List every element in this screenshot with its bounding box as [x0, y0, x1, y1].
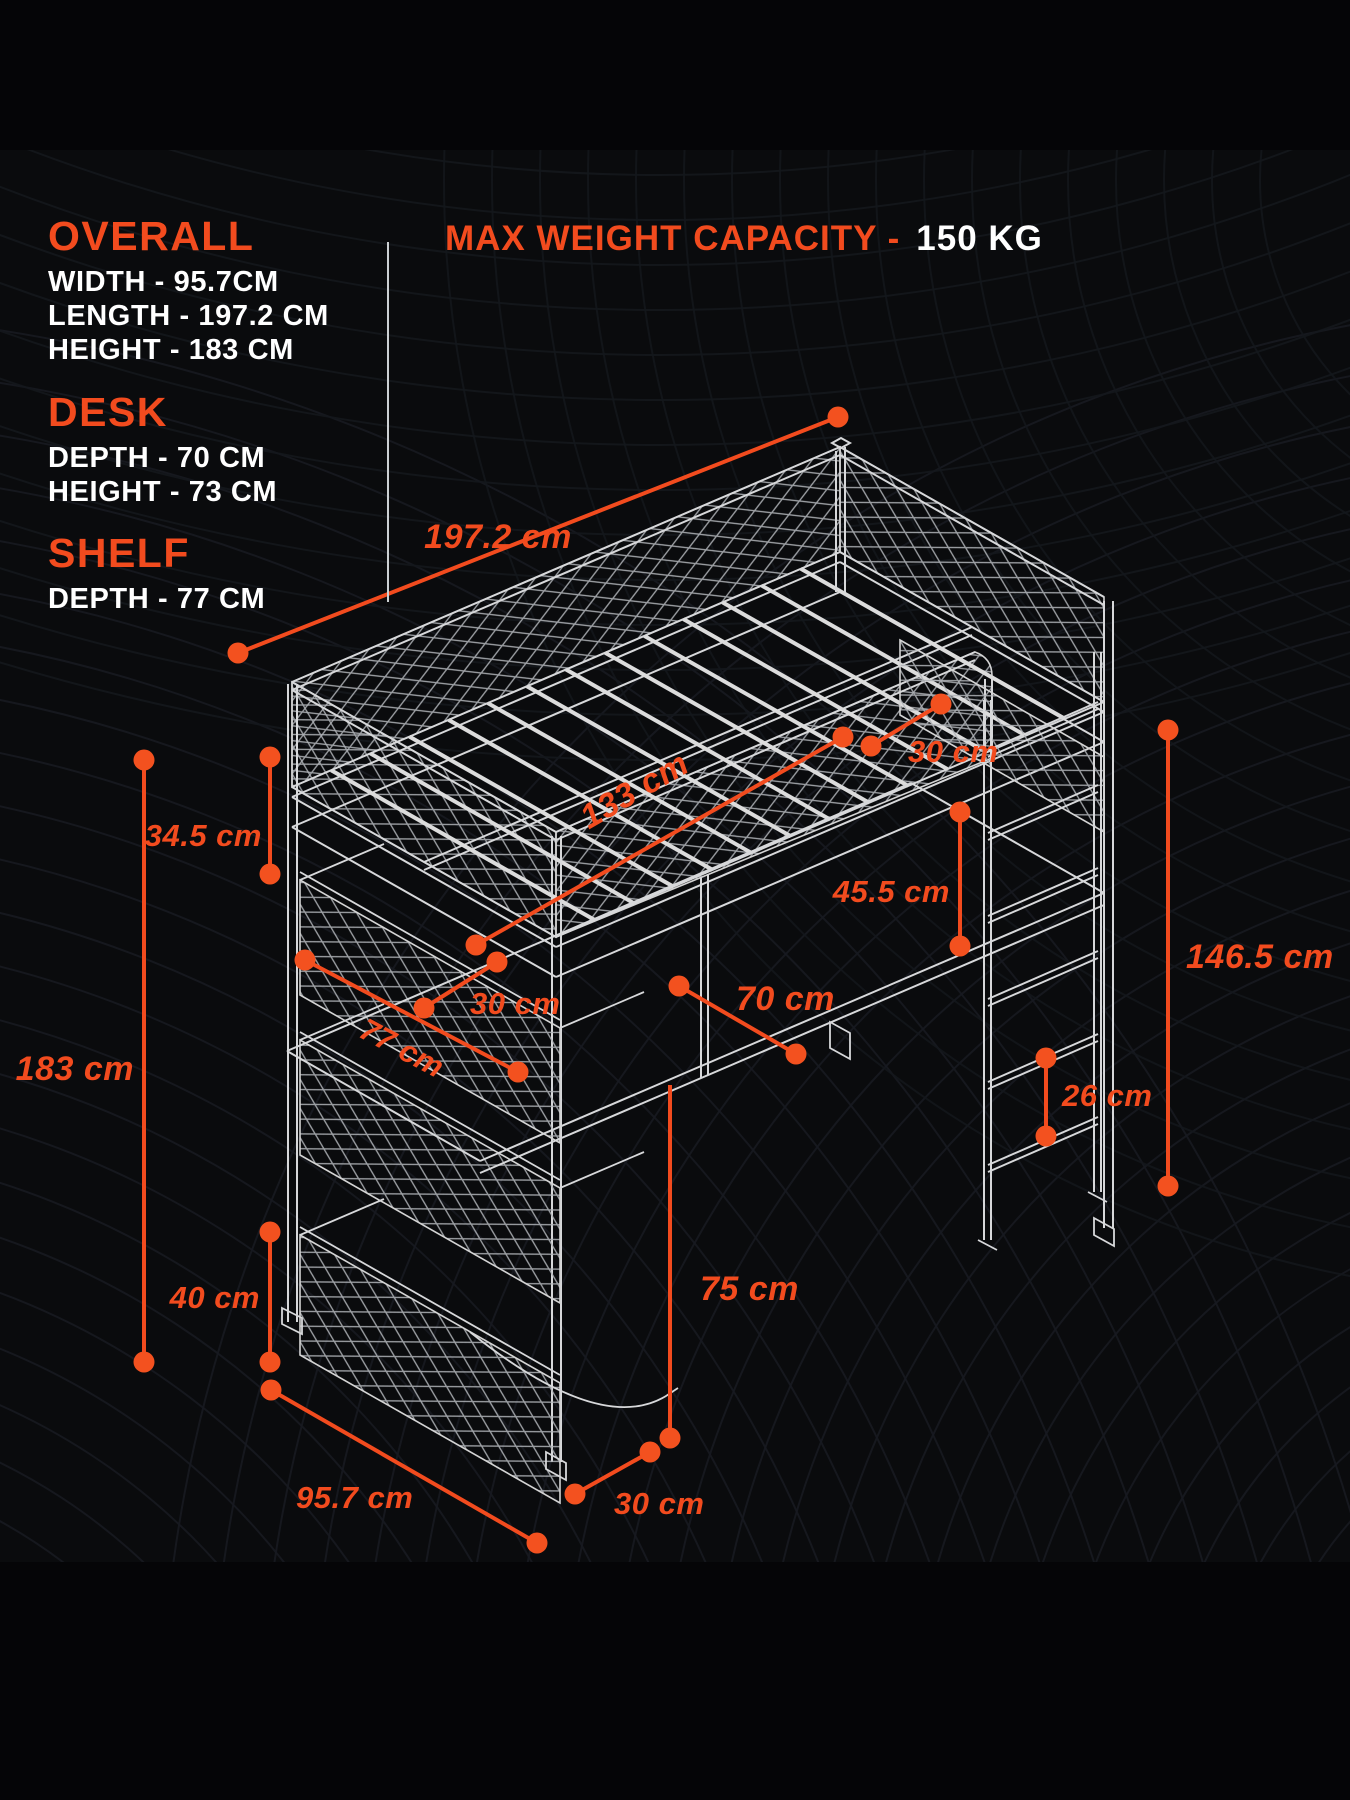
ladder-rung	[987, 867, 1099, 917]
max-weight-label: MAX WEIGHT CAPACITY -	[445, 219, 901, 258]
wave-line	[1067, 150, 1350, 626]
wave-line	[364, 150, 956, 176]
wave-line	[1019, 150, 1350, 679]
dim-label-floor-side-depth: 30 cm	[614, 1486, 704, 1521]
spec-line: HEIGHT - 73 CM	[48, 475, 278, 508]
ladder	[983, 652, 1102, 1240]
wave-line	[635, 150, 1350, 1081]
bunk-slat	[486, 701, 753, 855]
bunk-slat	[682, 617, 949, 771]
wave-line	[27, 150, 1293, 266]
wave-line	[0, 221, 1350, 356]
bed-posts	[287, 436, 1114, 1462]
loft-bed-wireframe	[281, 436, 1115, 1505]
spec-line: DEPTH - 70 CM	[48, 441, 266, 474]
bottom-band	[0, 1562, 1350, 1800]
dimension-width: 95.7 cm	[260, 1379, 548, 1554]
desk-base-curve	[469, 1331, 679, 1408]
wave-line	[0, 604, 1350, 716]
ladder-rung	[987, 784, 1099, 834]
ladder-rung	[987, 708, 1099, 758]
dimension-shelf-offset: 30 cm	[413, 951, 560, 1021]
specs-panel: OVERALL WIDTH - 95.7CM LENGTH - 197.2 CM…	[48, 216, 383, 616]
desk-hutch-mesh	[899, 638, 1105, 834]
section-title-overall: OVERALL	[48, 213, 255, 259]
bed-feet	[281, 1191, 1115, 1482]
dimension-desk-depth: 70 cm	[668, 975, 835, 1065]
wave-line	[0, 270, 1350, 401]
dimension-under-bed-clearance: 146.5 cm	[1157, 719, 1334, 1197]
wave-line	[587, 150, 1350, 1130]
top-band	[0, 0, 1350, 150]
dim-label-length: 197.2 cm	[424, 518, 572, 556]
wave-line	[1259, 150, 1350, 396]
ladder-rung	[987, 701, 1099, 751]
wave-line	[539, 150, 1350, 1179]
wave-line	[779, 150, 1350, 933]
dim-label-top-offset: 30 cm	[908, 734, 998, 769]
dimension-overall-height: 183 cm	[16, 749, 155, 1373]
max-weight-value: 150 KG	[916, 219, 1043, 258]
wave-line	[683, 150, 1350, 1032]
bunk-slats	[330, 567, 1066, 922]
dim-label-ladder-rung-gap: 26 cm	[1061, 1078, 1152, 1113]
wave-line	[971, 150, 1350, 731]
ladder-rung	[987, 874, 1099, 924]
dimension-bottom-shelf-height: 40 cm	[169, 1221, 281, 1373]
desk-foot	[829, 1020, 851, 1061]
dim-label-overall-height: 183 cm	[16, 1050, 134, 1088]
wave-line	[1211, 150, 1350, 459]
spec-line: HEIGHT - 183 CM	[48, 334, 294, 367]
wave-line	[491, 150, 1350, 1228]
dim-label-width: 95.7 cm	[296, 1480, 413, 1515]
wave-line	[731, 150, 1350, 982]
ladder-rung	[987, 1123, 1099, 1173]
dimension-floor-side-depth: 30 cm	[564, 1441, 704, 1521]
wave-line	[169, 150, 1151, 221]
dimension-floor-to-desk: 75 cm	[659, 1085, 799, 1449]
spec-line: LENGTH - 197.2 CM	[48, 300, 329, 333]
wave-line	[1115, 150, 1350, 573]
wave-line	[827, 150, 1350, 883]
bunk-slat	[408, 734, 675, 889]
section-title-desk: DESK	[48, 388, 168, 435]
max-weight-header: MAX WEIGHT CAPACITY - 150 KG	[445, 219, 1043, 259]
wave-line	[923, 150, 1350, 782]
dim-label-bottom-shelf: 40 cm	[169, 1280, 260, 1315]
dim-label-under-bed-clearance: 146.5 cm	[1186, 938, 1334, 976]
section-title-shelf: SHELF	[48, 530, 190, 577]
bunk-slat	[525, 684, 792, 839]
spec-line: DEPTH - 77 CM	[48, 583, 266, 616]
bunk-slat	[799, 567, 1066, 721]
panel-divider-line	[387, 242, 389, 602]
dim-label-desk-depth: 70 cm	[736, 980, 835, 1018]
ladder-rung	[987, 791, 1099, 841]
dim-label-under-bunk-gap: 45.5 cm	[832, 874, 950, 909]
bunk-slat	[604, 650, 871, 805]
wave-line	[875, 150, 1350, 832]
dimension-ladder-rung-gap: 26 cm	[1035, 1047, 1152, 1147]
dimension-top-offset: 30 cm	[860, 693, 998, 769]
dimension-rail-height: 34.5 cm	[145, 746, 281, 885]
dimension-under-bunk-gap: 45.5 cm	[832, 801, 971, 957]
ladder-rung	[987, 950, 1099, 1000]
dimension-length: 197.2 cm	[227, 406, 849, 664]
dim-label-rail-height: 34.5 cm	[145, 818, 262, 853]
wave-line	[1163, 150, 1350, 517]
dim-label-floor-to-desk: 75 cm	[700, 1270, 799, 1308]
wave-line	[443, 150, 1350, 1277]
bunk-slat	[565, 667, 831, 822]
spec-line: WIDTH - 95.7CM	[48, 266, 279, 298]
bunk-slat	[643, 634, 910, 788]
wave-line	[0, 366, 1350, 491]
guard-rail-top-bars	[291, 446, 1105, 841]
ladder-rungs	[987, 701, 1099, 1173]
bunk-slat	[447, 718, 714, 872]
wave-line	[0, 173, 1350, 311]
wave-line	[0, 318, 1350, 446]
dim-label-shelf-offset: 30 cm	[470, 986, 560, 1021]
ladder-rung	[987, 957, 1099, 1007]
